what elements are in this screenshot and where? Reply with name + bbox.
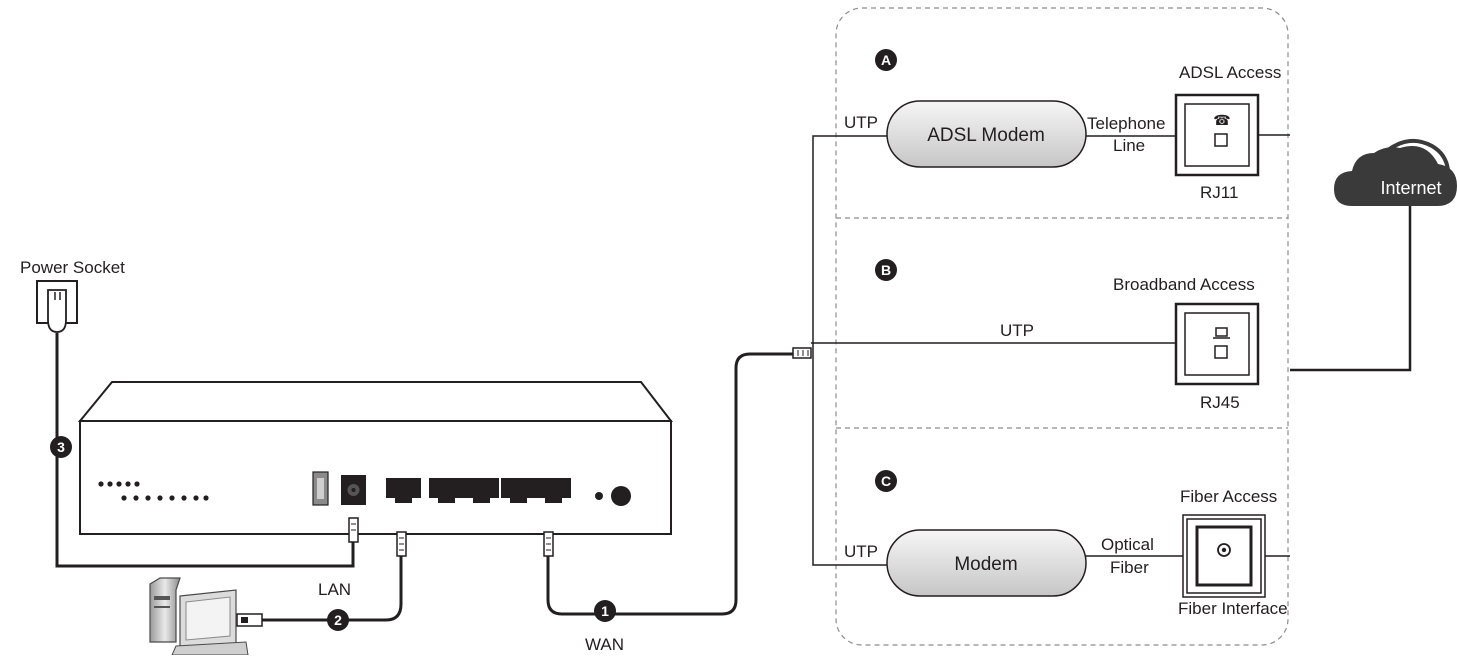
option-c-marker: C [875,470,897,492]
svg-text:3: 3 [57,439,65,455]
power-plug-icon [47,289,67,333]
step-2-marker: 2 [327,609,349,631]
utp-b-label: UTP [1000,321,1034,340]
step-1-marker: 1 [594,600,616,622]
adsl-modem [886,100,1087,168]
fiber-jack [1182,514,1266,598]
power-socket-label: Power Socket [20,258,125,277]
rj45-label: RJ45 [1200,393,1240,412]
reset-button [595,492,603,500]
rj11-label: RJ11 [1200,183,1238,202]
adsl-modem-label: ADSL Modem [927,125,1045,146]
adsl-access-label: ADSL Access [1179,63,1281,82]
utp-c-label: UTP [844,542,878,561]
fiber-port-icon [1217,543,1231,557]
svg-text:C: C [881,473,891,489]
svg-text:2: 2 [334,612,342,628]
option-b: UTP Broadband Access RJ45 [1000,275,1260,412]
rj45-jack [1174,302,1260,386]
rj11-jack: ☎ [1174,93,1260,177]
optical-label: Optical [1101,535,1154,554]
lan-cable [262,556,403,622]
computer-icon [1213,327,1230,339]
telephone-label: Telephone [1087,114,1165,133]
power-button [611,486,631,506]
ethernet-port-4 [501,478,536,503]
power-connector [348,517,359,543]
option-a-marker: A [875,49,897,71]
power-port [341,475,366,505]
telephone-icon: ☎ [1213,112,1230,128]
cloud-icon: Internet [1334,138,1457,206]
option-b-marker: B [875,259,897,281]
wan-side-connector [792,347,812,359]
modem-label: Modem [954,554,1017,575]
line-label: Line [1113,136,1145,155]
internet-label: Internet [1380,178,1441,198]
router-top [77,381,674,422]
wan-connector [543,531,554,557]
broadband-access-label: Broadband Access [1113,275,1255,294]
option-c: UTP Modem Optical Fiber Fiber Access Fib… [844,487,1290,618]
ethernet-port-3 [464,478,499,503]
fiber-label: Fiber [1110,558,1149,577]
router-leds [98,481,209,501]
option-a: UTP ADSL Modem Telephone Line ADSL Acces… [844,63,1290,202]
ethernet-port-1 [386,478,421,503]
power-socket: Power Socket [20,258,125,333]
wan-cable [546,352,795,616]
fiber-access-label: Fiber Access [1180,487,1277,506]
pc-lan-plug [236,613,263,627]
ethernet-port-2 [429,478,464,503]
fiber-interface-label: Fiber Interface [1178,599,1288,618]
router-front [79,420,672,535]
utp-split-lines [812,135,887,566]
internet-uplink [1290,205,1412,372]
utp-a-label: UTP [844,113,878,132]
lan-label: LAN [318,580,351,599]
router [77,381,674,535]
ethernet-port-wan [536,478,571,503]
lan-connector [396,531,407,557]
access-options-panel [835,7,1289,646]
step-3-marker: 3 [50,436,72,458]
ethernet-ports [386,478,571,503]
wan-label: WAN [585,635,624,654]
svg-text:1: 1 [601,603,609,619]
usb-port [312,471,329,506]
pc-icon [149,577,249,656]
svg-text:B: B [881,262,891,278]
modem [886,529,1087,597]
svg-text:A: A [881,52,891,68]
